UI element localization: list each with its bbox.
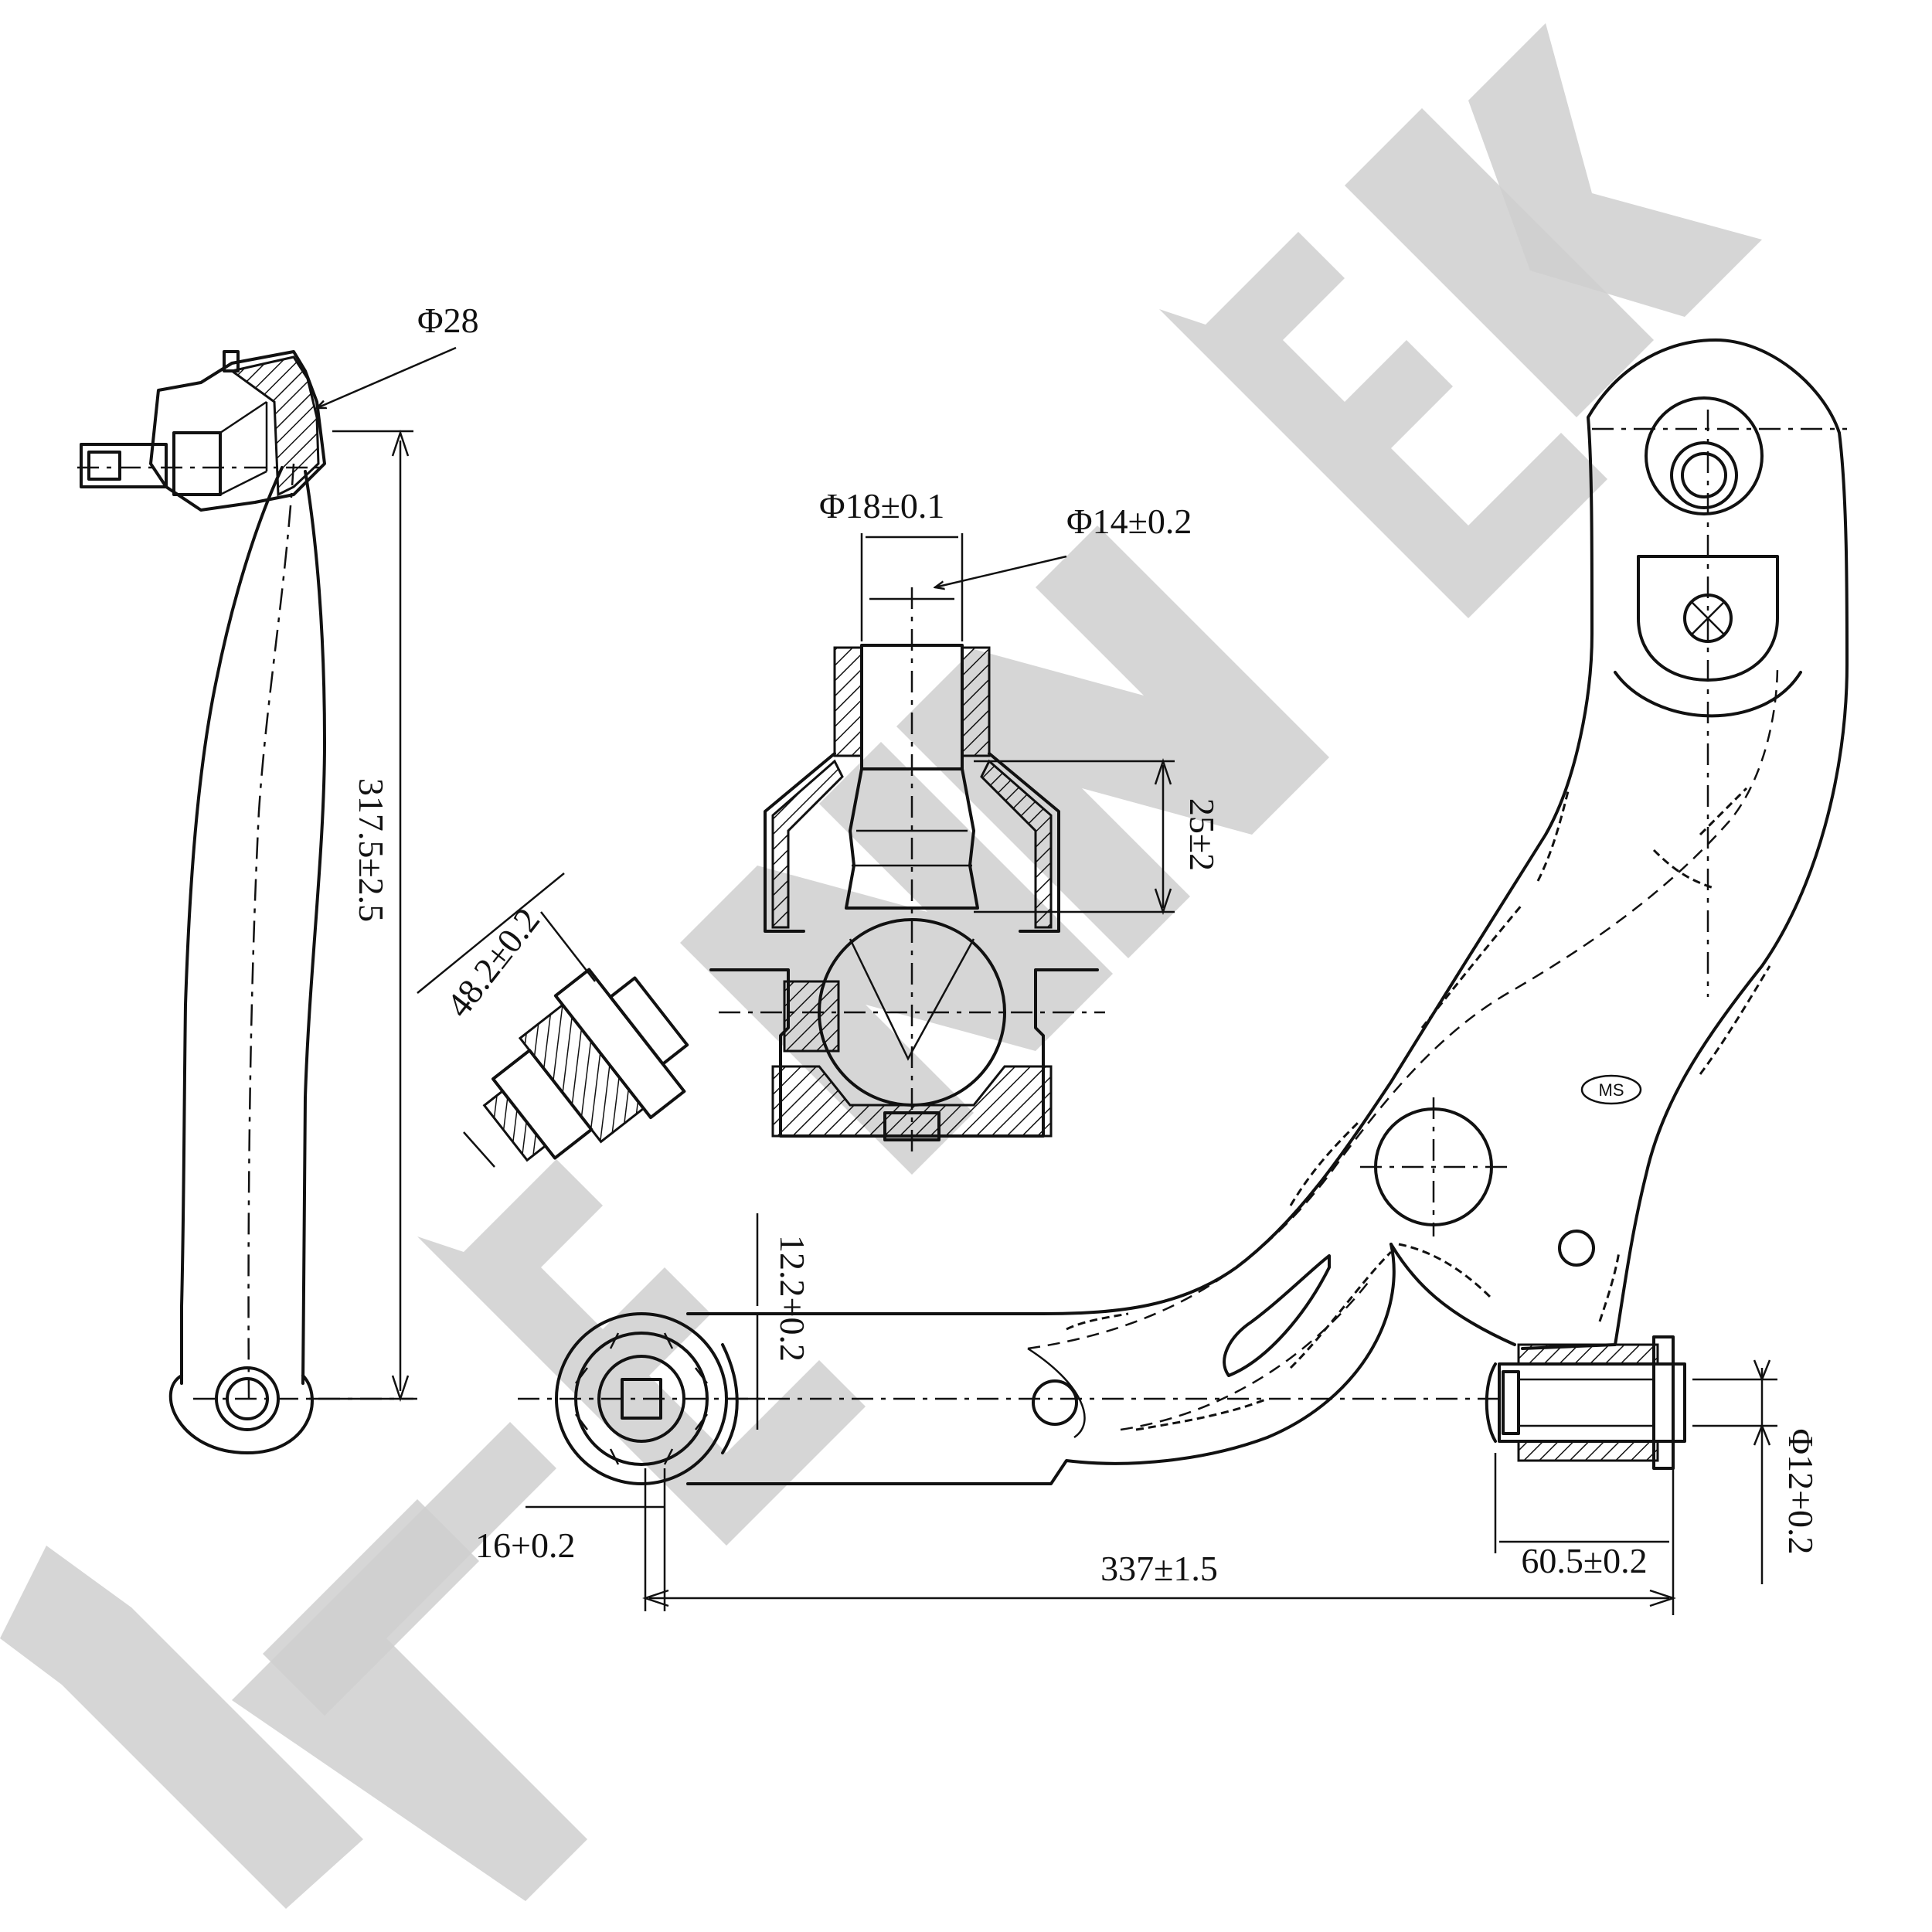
watermark-chevron (0, 1546, 363, 1909)
dim-16: 16+0.2 (475, 1468, 666, 1611)
watermark-letter-e (417, 1159, 866, 1546)
dim-25: 25±2 (974, 758, 1222, 915)
watermark-letter-e2 (1159, 232, 1607, 618)
watermark-letter-n2 (896, 526, 1329, 958)
side-view-arm (77, 350, 417, 1454)
dim-317-5: 317.5±2.5 (309, 430, 413, 1402)
dim-25-label: 25±2 (1182, 798, 1222, 871)
watermark-letter-z (232, 1422, 587, 1901)
side-ball-joint (77, 350, 326, 512)
dim-12-2: 12.2+0.2 (726, 1213, 812, 1430)
dim-317-5-label: 317.5±2.5 (352, 778, 391, 922)
dim-phi28-label: Φ28 (417, 301, 479, 340)
small-bushing (482, 968, 689, 1162)
ball-joint-section (709, 587, 1105, 1159)
dim-phi18-label: Φ18±0.1 (819, 486, 944, 526)
dim-60-5: 60.5±0.2 (1494, 1453, 1669, 1580)
mark-ms: MS (1599, 1080, 1624, 1100)
main-arm: MS (518, 338, 1849, 1485)
dim-phi14: Φ14±0.2 (869, 502, 1192, 600)
dim-337-label: 337±1.5 (1100, 1549, 1218, 1588)
dim-phi28: Φ28 (317, 301, 479, 408)
dim-12-2-label: 12.2+0.2 (773, 1235, 812, 1362)
dim-phi12-label: Φ12+0.2 (1781, 1428, 1821, 1554)
dim-337: 337±1.5 (642, 1468, 1676, 1615)
dim-60-5-label: 60.5±0.2 (1521, 1541, 1647, 1580)
watermark: ZENNEK (0, 23, 1762, 1909)
weld-seams (1066, 787, 1771, 1431)
watermark-letter-k (1345, 108, 1654, 417)
dim-phi12: Φ12+0.2 (1692, 1359, 1821, 1584)
dim-phi18: Φ18±0.1 (819, 486, 964, 641)
dim-16-label: 16+0.2 (475, 1526, 575, 1565)
watermark-letter-n1 (680, 742, 1113, 1175)
dim-phi14-label: Φ14±0.2 (1066, 502, 1192, 541)
